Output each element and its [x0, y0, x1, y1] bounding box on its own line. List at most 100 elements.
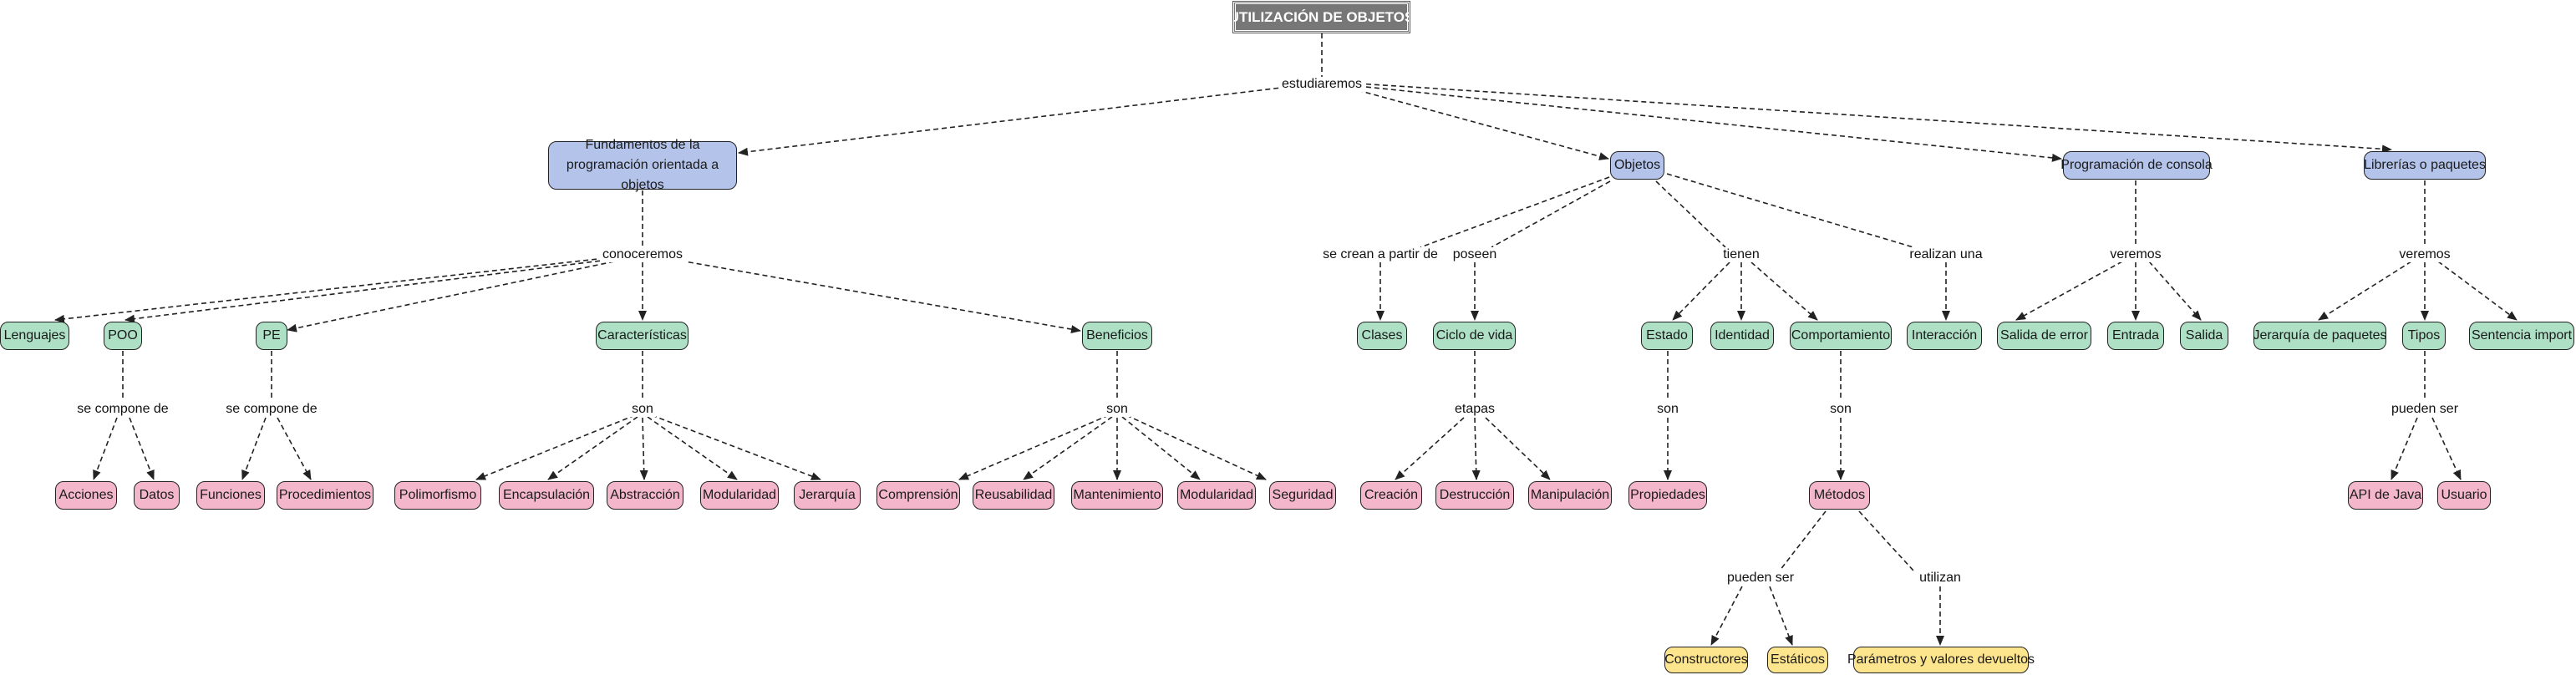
connector-line-47 — [1779, 510, 1827, 571]
connector-line-24 — [958, 414, 1110, 480]
concept-fundamentos[interactable]: Fundamentos de la programación orientada… — [548, 138, 737, 192]
concept-metodos[interactable]: Métodos — [1809, 481, 1870, 510]
link-son-comportamiento: son — [1827, 402, 1854, 417]
concept-interaccion[interactable]: Interacción — [1907, 322, 1982, 350]
link-se-compone-de-poo: se compone de — [74, 402, 171, 417]
connector-line-57 — [2318, 261, 2412, 321]
connector-line-21 — [647, 416, 738, 480]
connector-line-8 — [287, 261, 615, 332]
connector-line-32 — [1666, 173, 1914, 248]
connector-line-41 — [1471, 417, 1481, 480]
concept-funciones[interactable]: Funciones — [196, 481, 265, 510]
connector-line-27 — [1121, 416, 1201, 480]
connector-line-15 — [241, 417, 267, 480]
connector-line-25 — [1023, 416, 1113, 480]
concept-estado[interactable]: Estado — [1641, 322, 1693, 350]
concept-usuario[interactable]: Usuario — [2437, 481, 2491, 510]
concept-jerarquia[interactable]: Jerarquía — [794, 481, 861, 510]
concept-datos[interactable]: Datos — [134, 481, 180, 510]
link-pueden-ser-metodos: pueden ser — [1724, 571, 1797, 586]
connector-line-59 — [2437, 261, 2518, 321]
concept-identidad[interactable]: Identidad — [1710, 322, 1774, 350]
link-veremos-consola: veremos — [2107, 247, 2164, 262]
concept-acciones[interactable]: Acciones — [55, 481, 117, 510]
link-utilizan: utilizan — [1917, 571, 1964, 586]
concept-tipos[interactable]: Tipos — [2402, 322, 2446, 350]
link-se-crean-a-partir-de: se crean a partir de — [1320, 247, 1440, 262]
connector-line-48 — [1858, 510, 1914, 571]
connector-line-53 — [2015, 261, 2123, 321]
connector-line-40 — [1395, 417, 1465, 480]
concept-comportamiento[interactable]: Comportamiento — [1790, 322, 1892, 350]
concept-parametros[interactable]: Parámetros y valores devueltos — [1847, 647, 2035, 673]
link-estudiaremos: estudiaremos — [1278, 77, 1365, 92]
concept-constructores[interactable]: Constructores — [1664, 647, 1748, 673]
concept-reusabilidad[interactable]: Reusabilidad — [973, 481, 1054, 510]
concept-librerias[interactable]: Librerías o paquetes — [2364, 151, 2486, 180]
concept-seguridad[interactable]: Seguridad — [1269, 481, 1336, 510]
connector-line-37 — [1750, 261, 1818, 321]
connector-line-1 — [738, 85, 1296, 156]
connector-line-13 — [129, 417, 155, 480]
concept-api-java[interactable]: API de Java — [2348, 481, 2423, 510]
link-tienen: tienen — [1720, 247, 1762, 262]
connector-line-61 — [2391, 417, 2418, 480]
concept-fundamentos-label: Fundamentos de la programación orientada… — [566, 138, 719, 192]
connector-line-20 — [639, 417, 648, 480]
connector-line-10 — [679, 260, 1081, 334]
connector-line-3 — [1357, 85, 2062, 162]
link-conoceremos: conoceremos — [599, 247, 686, 262]
connector-line-28 — [1125, 414, 1267, 480]
connector-line-7 — [124, 259, 609, 323]
concept-ciclo-vida[interactable]: Ciclo de vida — [1433, 322, 1516, 350]
link-son-estado: son — [1654, 402, 1681, 417]
connector-line-6 — [54, 257, 606, 323]
concept-objetos[interactable]: Objetos — [1610, 151, 1664, 180]
concept-beneficios[interactable]: Beneficios — [1082, 322, 1152, 350]
concept-pe[interactable]: PE — [256, 322, 287, 350]
concept-salida-error[interactable]: Salida de error — [1997, 322, 2091, 350]
connector-line-50 — [1769, 586, 1793, 646]
concept-procedimientos[interactable]: Procedimientos — [277, 481, 373, 510]
concept-consola[interactable]: Programación de consola — [2060, 151, 2213, 180]
concept-modularidad-c[interactable]: Modularidad — [700, 481, 779, 510]
concept-manipulacion[interactable]: Manipulación — [1528, 481, 1612, 510]
connector-line-29 — [1420, 176, 1610, 248]
concept-jerarquia-paquetes[interactable]: Jerarquía de paquetes — [2253, 322, 2387, 350]
concept-entrada[interactable]: Entrada — [2107, 322, 2164, 350]
connector-line-22 — [651, 414, 821, 480]
concept-modularidad-b[interactable]: Modularidad — [1177, 481, 1256, 510]
concept-mantenimiento[interactable]: Mantenimiento — [1071, 481, 1163, 510]
connector-line-31 — [1655, 180, 1726, 248]
link-son-beneficios: son — [1104, 402, 1130, 417]
connector-line-49 — [1710, 586, 1743, 646]
link-etapas: etapas — [1451, 402, 1498, 417]
connector-line-2 — [1357, 89, 1609, 160]
concept-lenguajes[interactable]: Lenguajes — [0, 322, 69, 350]
link-veremos-librerias: veremos — [2396, 247, 2453, 262]
concept-caracteristicas[interactable]: Características — [596, 322, 688, 350]
concept-abstraccion[interactable]: Abstracción — [607, 481, 683, 510]
concept-polimorfismo[interactable]: Polimorfismo — [394, 481, 481, 510]
root-title: UTILIZACIÓN DE OBJETOS — [1229, 1, 1414, 33]
concept-destruccion[interactable]: Destrucción — [1435, 481, 1514, 510]
connector-line-4 — [1357, 83, 2392, 154]
connector-line-35 — [1672, 261, 1730, 321]
concept-comprension[interactable]: Comprensión — [876, 481, 960, 510]
concept-propiedades[interactable]: Propiedades — [1628, 481, 1707, 510]
link-pueden-ser-tipos: pueden ser — [2388, 402, 2462, 417]
concept-poo[interactable]: POO — [104, 322, 142, 350]
link-poseen: poseen — [1450, 247, 1500, 262]
connector-line-16 — [277, 417, 312, 480]
concept-sentencia-import[interactable]: Sentencia import — [2469, 322, 2574, 350]
concept-encapsulacion[interactable]: Encapsulación — [499, 481, 594, 510]
connector-line-62 — [2431, 417, 2462, 480]
concept-estaticos[interactable]: Estáticos — [1767, 647, 1828, 673]
concept-creacion[interactable]: Creación — [1360, 481, 1422, 510]
concept-clases[interactable]: Clases — [1357, 322, 1407, 350]
connector-line-42 — [1485, 417, 1551, 480]
concept-salida[interactable]: Salida — [2180, 322, 2228, 350]
connector-line-18 — [475, 414, 636, 480]
link-realizan-una: realizan una — [1907, 247, 1985, 262]
